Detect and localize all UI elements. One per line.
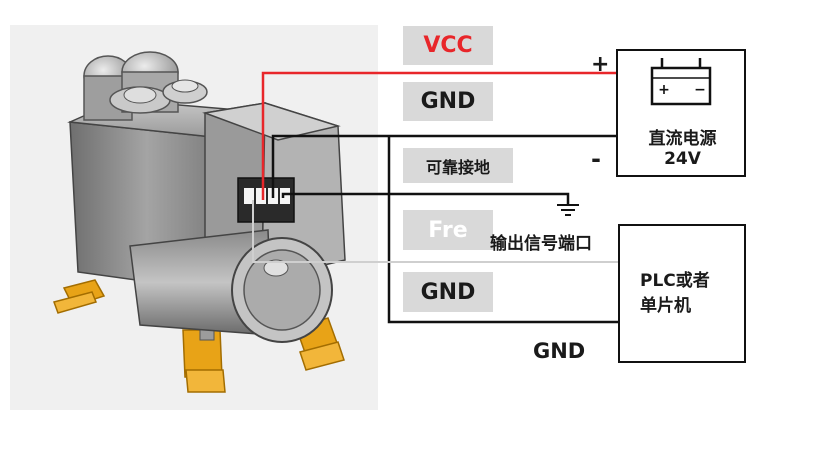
psu-minus-sign: - xyxy=(591,145,601,173)
earth-wire xyxy=(281,192,570,205)
reliable-ground-label: 可靠接地 xyxy=(403,148,513,183)
gnd-wire-plc xyxy=(387,136,618,324)
gnd-wire-psu xyxy=(271,134,616,198)
fre-label: Fre xyxy=(403,210,493,250)
psu-plus-sign: + xyxy=(591,52,610,77)
wires xyxy=(252,71,618,324)
output-port-label: 输出信号端口 xyxy=(490,234,592,254)
battery-plus: + xyxy=(658,82,670,98)
gnd-label-top: GND xyxy=(403,82,493,121)
earth-ground-icon xyxy=(557,204,579,216)
gnd-label-mid: GND xyxy=(403,272,493,312)
controller-label-line2: 单片机 xyxy=(640,296,691,316)
gnd-label-bottom: GND xyxy=(533,339,586,363)
psu-voltage: 24V xyxy=(664,149,701,169)
vcc-wire xyxy=(261,71,616,200)
power-supply-box: + − xyxy=(616,49,746,177)
battery-icon: + − xyxy=(650,58,712,106)
device-render xyxy=(10,25,378,410)
signal-wire xyxy=(252,200,618,263)
battery-minus: − xyxy=(694,82,706,98)
psu-name: 直流电源 xyxy=(648,129,717,149)
plc-box xyxy=(618,224,746,363)
controller-label-line1: PLC或者 xyxy=(640,271,710,291)
vcc-label: VCC xyxy=(403,26,493,65)
